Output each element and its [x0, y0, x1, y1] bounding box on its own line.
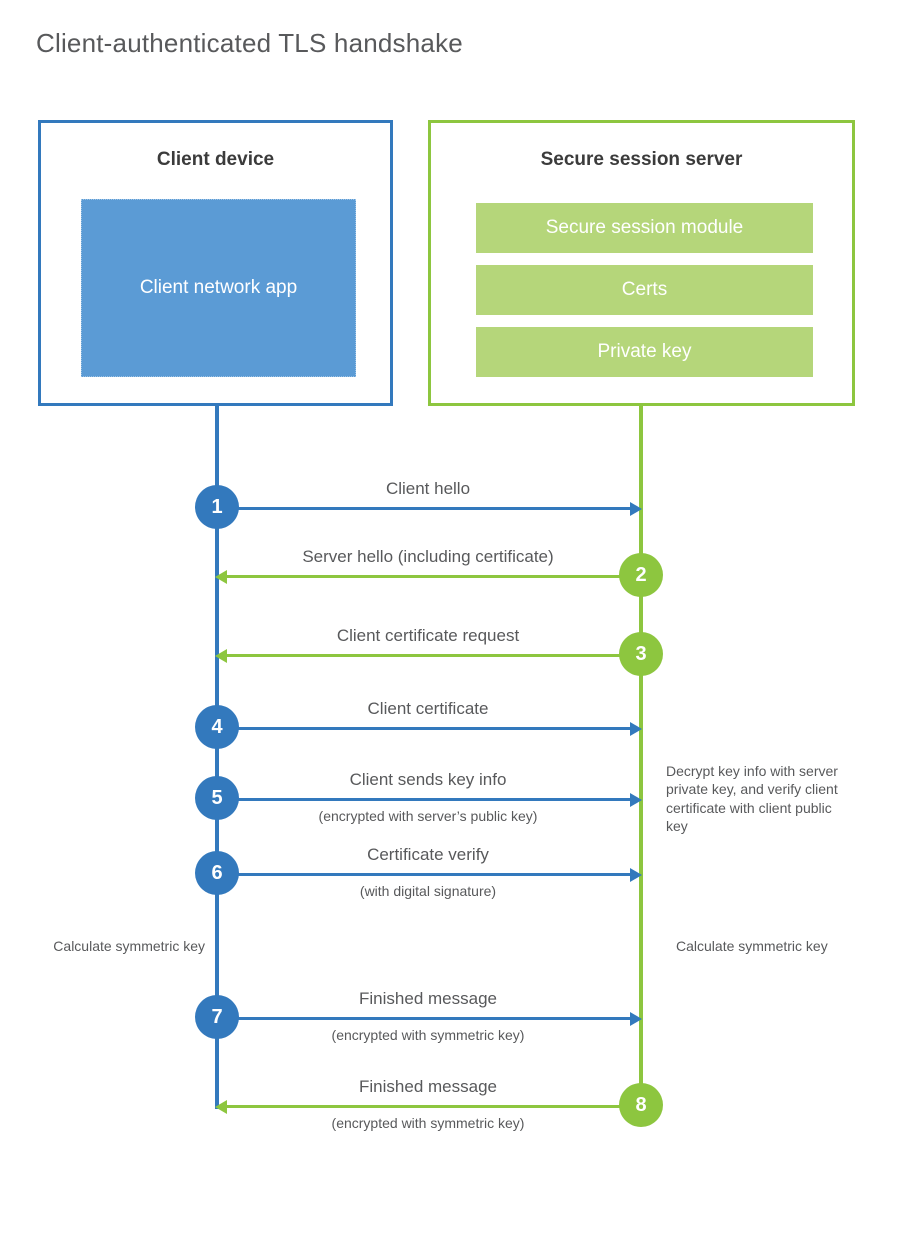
secure-session-server-box: Secure session server Secure session mod…: [428, 120, 855, 406]
message-label-2: Server hello (including certificate): [302, 547, 554, 566]
arrow-head-icon-4: [630, 722, 642, 736]
message-label-4: Client certificate: [367, 699, 489, 718]
page-title: Client-authenticated TLS handshake: [36, 28, 463, 58]
step-circle-2: 2: [619, 553, 663, 597]
message-label-7: Finished message: [359, 989, 497, 1008]
message-label-3: Client certificate request: [336, 626, 520, 645]
arrow-head-icon-8: [215, 1100, 227, 1114]
arrow-head-icon-5: [630, 793, 642, 807]
server-component-private-key: Private key: [476, 327, 813, 377]
client-calculate-symmetric-key-note: Calculate symmetric key: [53, 938, 205, 954]
arrow-head-icon-2: [215, 570, 227, 584]
message-arrow-line-5: [217, 798, 633, 801]
message-sublabel-5: (encrypted with server’s public key): [318, 808, 538, 824]
message-label-6: Certificate verify: [367, 845, 489, 864]
secure-session-server-title: Secure session server: [540, 149, 743, 170]
step-circle-6: 6: [195, 851, 239, 895]
message-label-1: Client hello: [385, 479, 471, 498]
message-sublabel-6: (with digital signature): [359, 883, 497, 899]
step-circle-1: 1: [195, 485, 239, 529]
message-arrow-line-7: [217, 1017, 633, 1020]
message-arrow-line-8: [225, 1105, 641, 1108]
step-circle-3: 3: [619, 632, 663, 676]
client-device-box: Client device Client network app: [38, 120, 393, 406]
server-calculate-symmetric-key-note: Calculate symmetric key: [676, 938, 828, 954]
message-arrow-line-2: [225, 575, 641, 578]
message-arrow-line-4: [217, 727, 633, 730]
server-component-secure-session-module: Secure session module: [476, 203, 813, 253]
step-circle-8: 8: [619, 1083, 663, 1127]
message-arrow-line-3: [225, 654, 641, 657]
server-decrypt-note: Decrypt key info with server private key…: [666, 763, 838, 835]
step-circle-7: 7: [195, 995, 239, 1039]
arrow-head-icon-6: [630, 868, 642, 882]
client-network-app-label: Client network app: [139, 277, 298, 299]
message-arrow-line-1: [217, 507, 633, 510]
server-lifeline: [639, 403, 643, 1109]
server-component-certs: Certs: [476, 265, 813, 315]
arrow-head-icon-3: [215, 649, 227, 663]
step-circle-4: 4: [195, 705, 239, 749]
message-sublabel-8: (encrypted with symmetric key): [331, 1115, 525, 1131]
message-label-5: Client sends key info: [349, 770, 507, 789]
client-device-title: Client device: [156, 149, 275, 170]
message-sublabel-7: (encrypted with symmetric key): [331, 1027, 525, 1043]
arrow-head-icon-1: [630, 502, 642, 516]
client-network-app-block: Client network app: [81, 199, 356, 377]
client-lifeline: [215, 403, 219, 1109]
message-arrow-line-6: [217, 873, 633, 876]
step-circle-5: 5: [195, 776, 239, 820]
message-label-8: Finished message: [359, 1077, 497, 1096]
arrow-head-icon-7: [630, 1012, 642, 1026]
